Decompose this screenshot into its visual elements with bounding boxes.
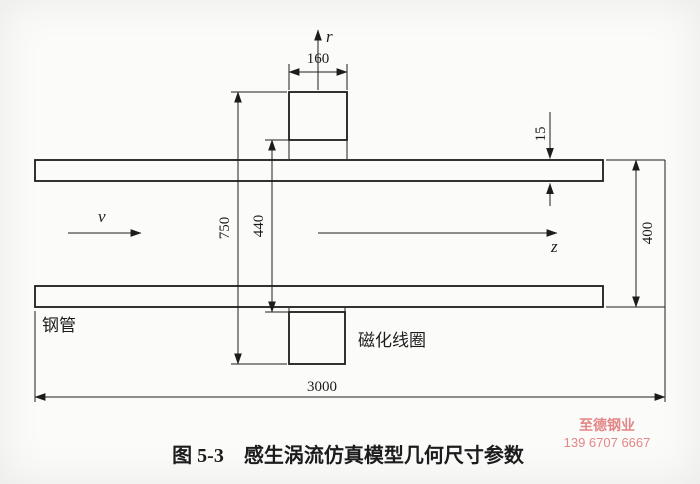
dim-pipe-outer-diameter: 400 [606, 159, 665, 308]
r-axis-label: r [326, 27, 333, 46]
velocity-arrow: v [68, 207, 142, 237]
magnetizing-coil-label: 磁化线圈 [358, 331, 426, 350]
watermark: 至德钢业 139 6707 6667 [564, 417, 651, 450]
pipe-top-wall [34, 159, 604, 182]
dim-wall-thickness: 15 [533, 112, 554, 206]
watermark-phone: 139 6707 6667 [564, 435, 651, 450]
dim-coil-outer-span-value: 750 [217, 217, 233, 240]
dim-wall-thickness-value: 15 [533, 127, 549, 142]
watermark-name: 至德钢业 [579, 417, 635, 433]
dim-model-length: 3000 [34, 160, 666, 402]
velocity-label: v [98, 207, 106, 226]
pipe-bottom-wall [34, 285, 604, 308]
dim-coil-outer-span: 750 [217, 91, 287, 365]
dim-model-length-value: 3000 [307, 379, 337, 395]
dim-coil-inner-span-value: 440 [251, 215, 267, 238]
figure-caption: 图 5-3 感生涡流仿真模型几何尺寸参数 [172, 443, 525, 467]
top-magnetizing-coil [288, 91, 348, 141]
r-axis: r [314, 27, 333, 90]
dim-coil-width: 160 [288, 51, 348, 90]
dim-coil-inner-span: 440 [251, 139, 288, 313]
dim-coil-width-value: 160 [307, 51, 330, 67]
dim-pipe-outer-diameter-value: 400 [640, 222, 656, 245]
steel-pipe-label: 钢管 [42, 316, 76, 335]
z-axis-label: z [550, 237, 558, 256]
coil-connectors [288, 140, 348, 313]
z-axis: z [318, 229, 558, 256]
bottom-magnetizing-coil [288, 311, 346, 365]
